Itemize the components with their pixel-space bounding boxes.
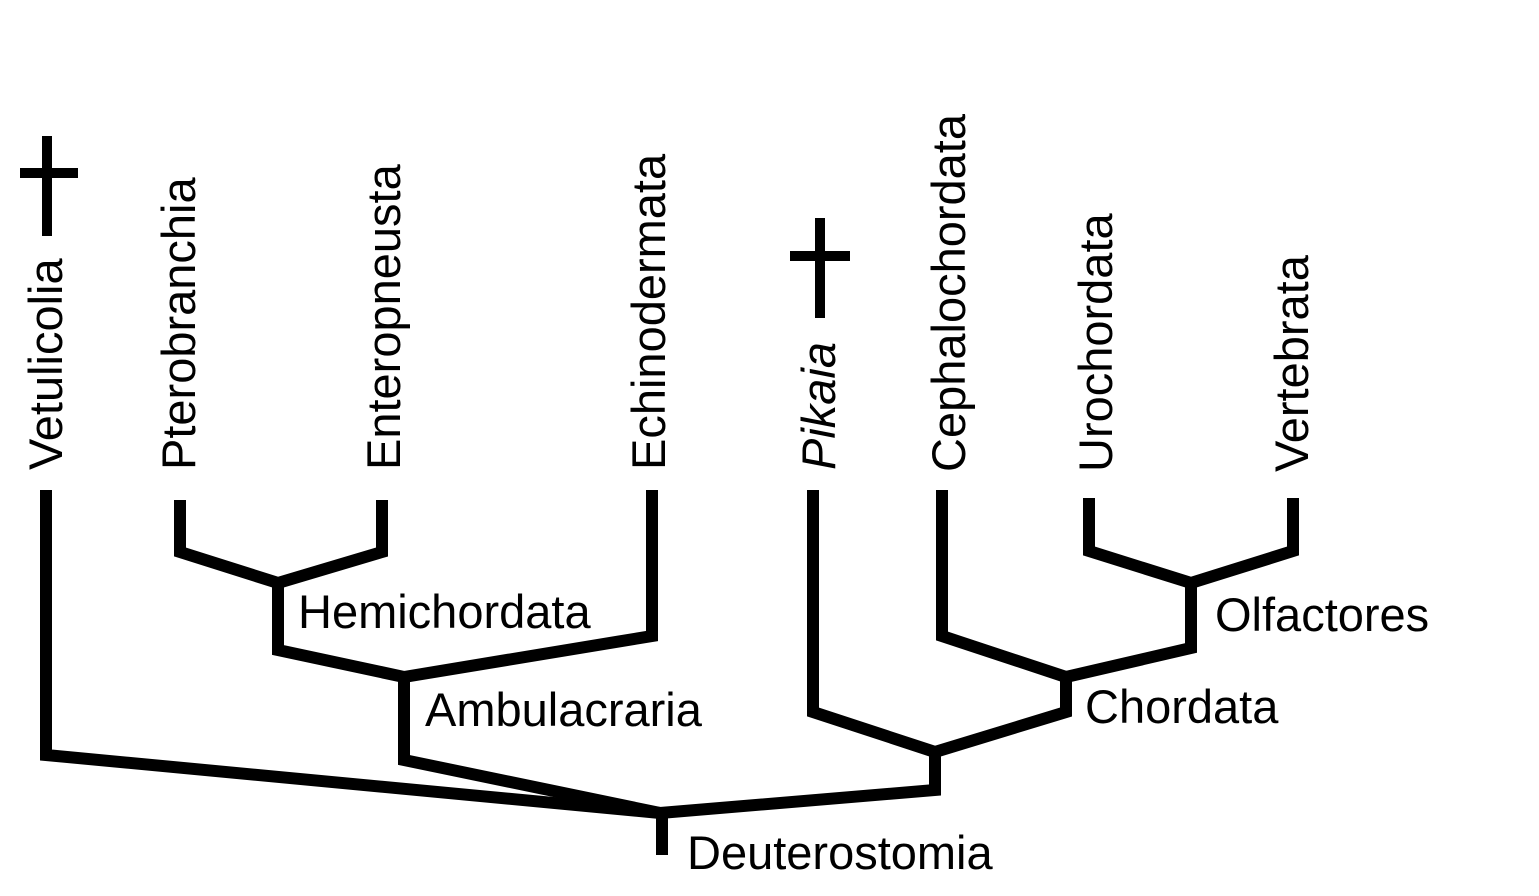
branch-pikaia-chordata-stem	[659, 752, 941, 819]
taxon-label-vertebrata: Vertebrata	[1265, 254, 1318, 472]
clade-label-hemichordata: Hemichordata	[298, 585, 591, 638]
branch-olfactores	[1083, 498, 1299, 590]
branch-hemichordata	[174, 500, 388, 590]
clade-label-olfactores: Olfactores	[1215, 588, 1429, 641]
taxon-label-pterobranchia: Pterobranchia	[152, 177, 205, 470]
taxon-label-echinodermata: Echinodermata	[622, 153, 675, 470]
taxon-label-vetulicolia: Vetulicolia	[19, 258, 72, 470]
branch-olfactores-stem	[1064, 583, 1197, 683]
branch-chordata-stem	[933, 677, 1072, 758]
clade-label-chordata: Chordata	[1085, 680, 1279, 733]
clade-label-ambulacraria: Ambulacraria	[425, 683, 703, 736]
dagger-icon-vetulicolia	[20, 136, 78, 236]
branch-cephalochordata	[936, 490, 1068, 683]
branch-ambulacraria-stem	[398, 677, 662, 819]
branch-vetulicolia	[40, 490, 661, 819]
taxon-label-cephalochordata: Cephalochordata	[922, 113, 975, 472]
taxon-label-urochordata: Urochordata	[1069, 213, 1122, 472]
clade-label-deuterostomia: Deuterostomia	[687, 826, 993, 879]
dagger-icon-pikaia	[790, 218, 850, 318]
branch-pikaia	[807, 490, 937, 758]
taxon-label-pikaia: Pikaia	[792, 342, 845, 470]
branch-echinodermata	[403, 490, 658, 683]
taxon-label-enteropneusta: Enteropneusta	[357, 163, 410, 470]
branch-hemichordata-stem	[272, 583, 406, 683]
tree-branches	[40, 490, 1299, 855]
